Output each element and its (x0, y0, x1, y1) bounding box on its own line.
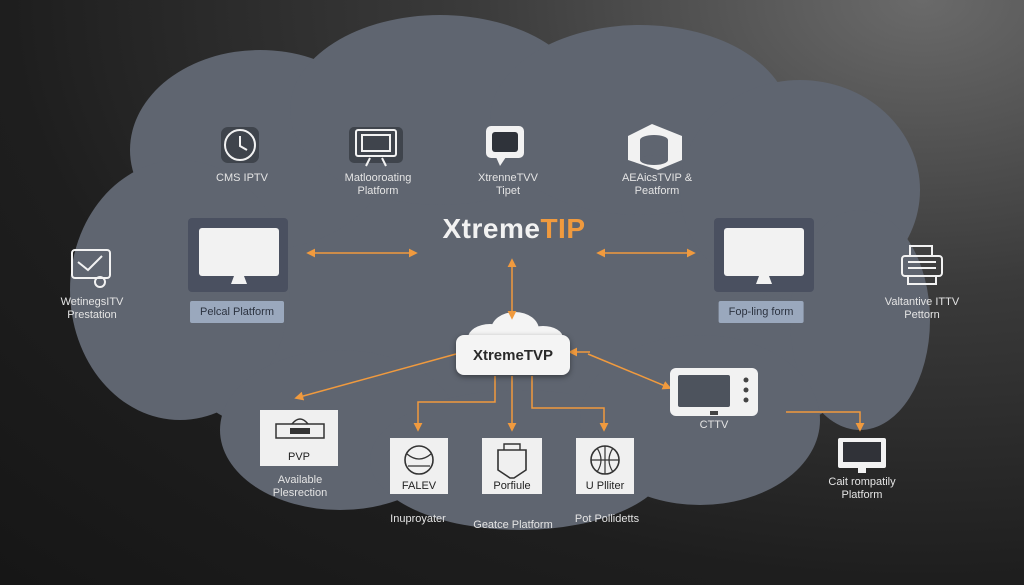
title-part2: TIP (540, 213, 586, 244)
left-platform-badge: Pelcal Platform (190, 301, 284, 323)
chat-bubble-icon (486, 126, 524, 166)
right-platform-badge: Fop-ling form (718, 301, 804, 323)
porfiule-card-label: Porfiule (493, 480, 531, 492)
node-cms-line1: CMS IPTV (216, 172, 268, 184)
node-matlooroating-line2: Platform (357, 185, 399, 197)
title-part1: Xtreme (442, 213, 541, 244)
uplliter-caption: Pot Pollidetts (574, 513, 640, 525)
node-aeaics-line2: Peatform (634, 185, 680, 197)
uplliter-card-label: U Plliter (585, 480, 625, 492)
desktop-icon (838, 438, 886, 473)
falev-card (390, 438, 448, 494)
pvp-card (260, 410, 338, 466)
falev-card-label: FALEV (401, 480, 437, 492)
connector-arrows (294, 248, 865, 432)
compat-line1: Cait rompatily (828, 476, 896, 488)
clock-icon (221, 127, 259, 163)
certificate-icon (71, 249, 111, 288)
main-title: XtremeTIP (443, 213, 586, 245)
node-aeaics-line1: AEAicsTVIP & (621, 172, 693, 184)
pvp-card-label: PVP (287, 451, 311, 463)
node-xtrennetvv-line1: XtrenneTVV (478, 172, 538, 184)
outside-left-label: WetinegsITV Prestation (61, 296, 124, 322)
node-cms-label: CMS IPTV (216, 172, 268, 185)
pvp-caption: Available Plesrection (273, 474, 327, 500)
cttv-label: CTTV (699, 419, 729, 431)
node-aeaics-label: AEAicsTVIP & Peatform (622, 172, 692, 198)
outside-left-line2: Prestation (67, 309, 117, 321)
node-xtrennetvv-line2: Tipet (495, 185, 521, 197)
compat-line2: Platform (841, 489, 883, 501)
porfiule-caption: Geatce Platform (473, 519, 553, 531)
hub-node: XtremeTVP (456, 335, 570, 375)
outside-right-label: Valtantive ITTV Pettorn (885, 296, 959, 322)
node-xtrennetvv-label: XtrenneTVV Tipet (478, 172, 538, 198)
node-matlooroating-line1: Matlooroating (344, 172, 412, 184)
outside-left-line1: WetinegsITV (60, 296, 124, 308)
outside-right-line1: Valtantive ITTV (884, 296, 960, 308)
database-icon (628, 124, 682, 170)
node-matlooroating-label: Matlooroating Platform (345, 172, 412, 198)
right-monitor-icon (714, 218, 814, 292)
pvp-caption-line2: Plesrection (272, 487, 328, 499)
pvp-caption-line1: Available (277, 474, 323, 486)
outside-right-line2: Pettorn (904, 309, 940, 321)
monitor-stand-icon (349, 127, 403, 167)
tv-panel-icon (670, 368, 758, 416)
porfiule-card (482, 438, 542, 494)
falev-caption: Inuproyater (390, 513, 446, 525)
printer-icon (901, 245, 943, 285)
left-monitor-icon (188, 218, 288, 292)
compat-label: Cait rompatily Platform (828, 476, 895, 502)
uplliter-card (576, 438, 634, 494)
